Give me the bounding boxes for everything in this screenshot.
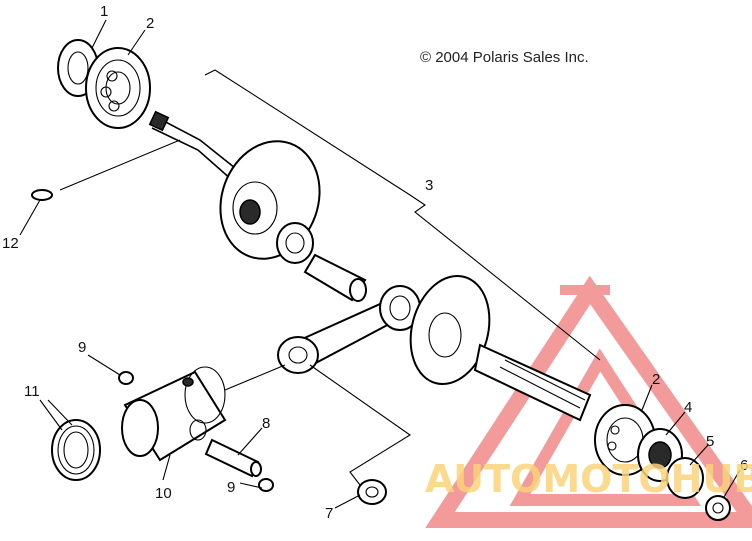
spacer-part-5 (666, 457, 704, 499)
callout-9-top: 9 (78, 339, 86, 356)
crank-pin (303, 253, 367, 302)
callout-4: 4 (684, 399, 692, 416)
callout-9-bottom: 9 (227, 479, 235, 496)
circlip-part-9-top (118, 371, 134, 385)
copyright-text: © 2004 Polaris Sales Inc. (420, 49, 589, 66)
wrist-pin-part-8 (204, 438, 262, 478)
callout-3: 3 (425, 177, 433, 194)
needle-bearing (276, 222, 314, 264)
callout-2-right: 2 (652, 371, 660, 388)
nut-part-6 (705, 495, 731, 521)
callout-7: 7 (325, 505, 333, 522)
watermark-text-main: AUTOMOTO (425, 457, 671, 501)
woodruff-key-part-12 (31, 189, 53, 201)
callout-12: 12 (2, 235, 19, 252)
callout-8: 8 (262, 415, 270, 432)
crankshaft-right-half (409, 274, 592, 422)
bearing-part-2-top (85, 47, 151, 129)
callout-5: 5 (706, 433, 714, 450)
piston-part-10 (121, 366, 227, 462)
callout-11: 11 (24, 383, 40, 400)
watermark-text: AUTOMOTOHUB (425, 457, 752, 501)
callout-leaders (19, 19, 741, 509)
circlip-part-9-bottom (258, 478, 274, 492)
callout-2-top: 2 (146, 15, 154, 32)
callout-labels: 1 2 3 12 9 11 8 10 9 7 2 4 5 6 (2, 3, 748, 522)
callout-6: 6 (740, 457, 748, 474)
piston-rings-part-11 (51, 419, 101, 481)
connecting-rod (277, 285, 421, 374)
callout-1: 1 (100, 3, 108, 20)
watermark-text-accent: HUB (671, 457, 752, 501)
nut-part-7 (357, 479, 387, 505)
callout-10: 10 (155, 485, 172, 502)
